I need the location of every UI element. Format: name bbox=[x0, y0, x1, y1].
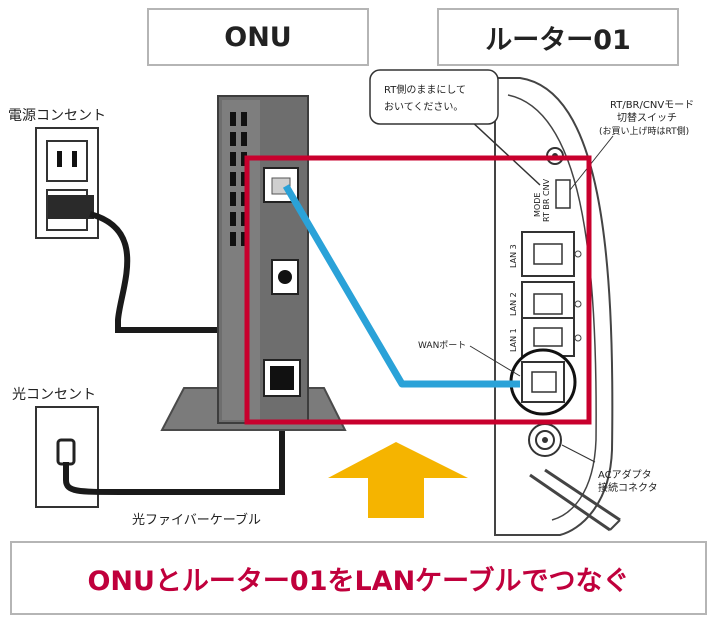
highlight-frame bbox=[244, 155, 592, 425]
callout-bubble: RT側のままにして おいてください。 bbox=[369, 69, 541, 186]
onu-label-text: ONU bbox=[224, 21, 292, 53]
lan-ports: LAN 3 LAN 2 LAN 1 bbox=[509, 231, 582, 357]
lan1-label: LAN 1 bbox=[509, 328, 518, 352]
fiber-cable-label: 光ファイバーケーブル bbox=[132, 512, 261, 528]
power-cable bbox=[89, 211, 291, 333]
mode-switch-label-1: RT/BR/CNVモード bbox=[610, 100, 694, 111]
fiber-cable bbox=[63, 390, 285, 495]
mode-switch bbox=[555, 179, 571, 209]
optical-outlet-label: 光コンセント bbox=[12, 387, 96, 403]
router-label: ルーター01 bbox=[437, 8, 679, 66]
lan2-label: LAN 2 bbox=[509, 292, 518, 316]
wan-port-label: WANポート bbox=[418, 340, 466, 351]
lan3-label: LAN 3 bbox=[509, 244, 518, 268]
up-arrow-icon bbox=[328, 442, 468, 518]
onu-label: ONU bbox=[147, 8, 369, 66]
callout-line2: おいてください。 bbox=[384, 101, 463, 113]
router-device: MODE RT BR CNV LAN 3 LAN 2 LAN 1 bbox=[494, 77, 621, 536]
power-outlet-label: 電源コンセント bbox=[8, 108, 106, 124]
callout-line1: RT側のままにして bbox=[384, 83, 466, 96]
caption-text: ONUとルーター01をLANケーブルでつなぐ bbox=[87, 565, 630, 597]
power-outlet: 電源コンセント bbox=[8, 108, 106, 239]
onu-device bbox=[160, 95, 347, 431]
caption: ONUとルーター01をLANケーブルでつなぐ bbox=[10, 541, 707, 615]
power-plug bbox=[48, 195, 94, 219]
mode-switch-label-2: 切替スイッチ bbox=[617, 111, 677, 124]
router-label-text: ルーター01 bbox=[485, 24, 631, 56]
mode-switch-label-3: (お買い上げ時はRT側) bbox=[599, 125, 689, 137]
lan-cable bbox=[282, 184, 520, 388]
ac-label-1: ACアダプタ bbox=[598, 468, 652, 481]
ac-label-2: 接続コネクタ bbox=[598, 481, 658, 494]
rt-br-cnv-text: RT BR CNV bbox=[542, 178, 551, 222]
mode-switch-text: MODE bbox=[533, 193, 542, 217]
